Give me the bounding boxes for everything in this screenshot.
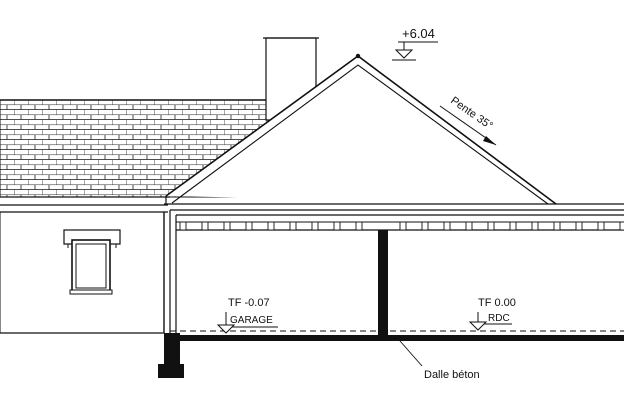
roof-slope-label: Pente 35° (448, 95, 495, 133)
extension-fascia (164, 203, 624, 216)
left-eave (0, 196, 170, 213)
rafter-end (421, 221, 429, 231)
rafter-end (487, 221, 495, 231)
rafter-end (465, 221, 473, 231)
garage-level-label: TF -0.07 (228, 297, 270, 309)
rafter-end (597, 221, 605, 231)
rafter-end (443, 221, 451, 231)
ridge-level-label: +6.04 (402, 26, 435, 41)
rafter-end (179, 221, 187, 231)
rafter-end (355, 221, 363, 231)
rafter-end (619, 221, 624, 231)
rdc-room-label: RDC (488, 313, 510, 324)
rafter-end (223, 221, 231, 231)
gable-roof (165, 53, 557, 205)
rafter-end (311, 221, 319, 231)
central-post (378, 230, 388, 336)
concrete-slab (158, 333, 624, 378)
rafter-end (509, 221, 517, 231)
rafter-end (333, 221, 341, 231)
rafter-band (176, 221, 624, 231)
ridge-level-marker (392, 41, 438, 61)
rafter-end (201, 221, 209, 231)
garage-room-label: GARAGE (230, 315, 273, 326)
rafter-end (289, 221, 297, 231)
rafter-end (245, 221, 253, 231)
slab-leader-line (399, 340, 423, 367)
slab-label: Dalle béton (424, 369, 480, 381)
rafter-end (553, 221, 561, 231)
rdc-level-marker (468, 312, 512, 331)
window (63, 229, 121, 295)
rafter-end (531, 221, 539, 231)
rafter-end (267, 221, 275, 231)
rafter-end (575, 221, 583, 231)
rafter-end (399, 221, 407, 231)
left-wall (0, 212, 165, 334)
garage-level-marker (216, 312, 278, 334)
roof-slope-arrow (439, 105, 497, 146)
rdc-level-label: TF 0.00 (478, 297, 516, 309)
extension-structure (169, 210, 388, 336)
